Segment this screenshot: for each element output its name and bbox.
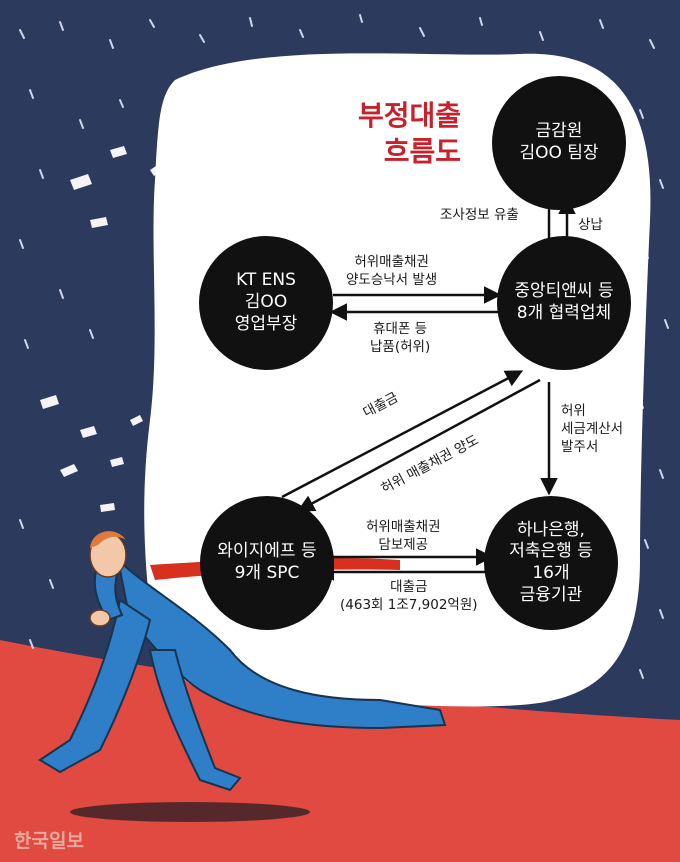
running-man <box>38 531 447 822</box>
arrow-loan-to-jungang <box>281 370 524 499</box>
label-kt-to-jungang: 허위매출채권 양도승낙서 발생 <box>346 254 438 289</box>
label-jungang-to-kt: 휴대폰 등 납품(허위) <box>370 321 431 356</box>
arrows <box>281 196 576 581</box>
diagram-title: 부정대출 흐름도 <box>358 99 462 169</box>
node-kt-ens: KT ENS 김OO 영업부장 <box>199 236 333 370</box>
node-fss: 금감원 김OO 팀장 <box>492 76 626 210</box>
node-jungang: 중앙티앤씨 등 8개 협력업체 <box>497 236 631 370</box>
node-banks: 하나은행, 저축은행 등 16개 금융기관 <box>484 496 618 630</box>
label-collateral: 허위매출채권 담보제공 <box>366 519 441 554</box>
arrow-transfer-to-spc <box>296 378 541 512</box>
publisher-credit: 한국일보 <box>14 830 84 852</box>
label-leak: 조사정보 유출 <box>440 207 519 223</box>
label-loan: 대출금 (463회 1조7,902억원) <box>340 579 478 614</box>
label-fake-tax: 허위 세금계산서 발주서 <box>561 403 624 456</box>
sky-strokes <box>19 14 669 679</box>
label-bribe: 상납 <box>578 217 603 233</box>
node-spc: 와이지에프 등 9개 SPC <box>200 496 334 630</box>
